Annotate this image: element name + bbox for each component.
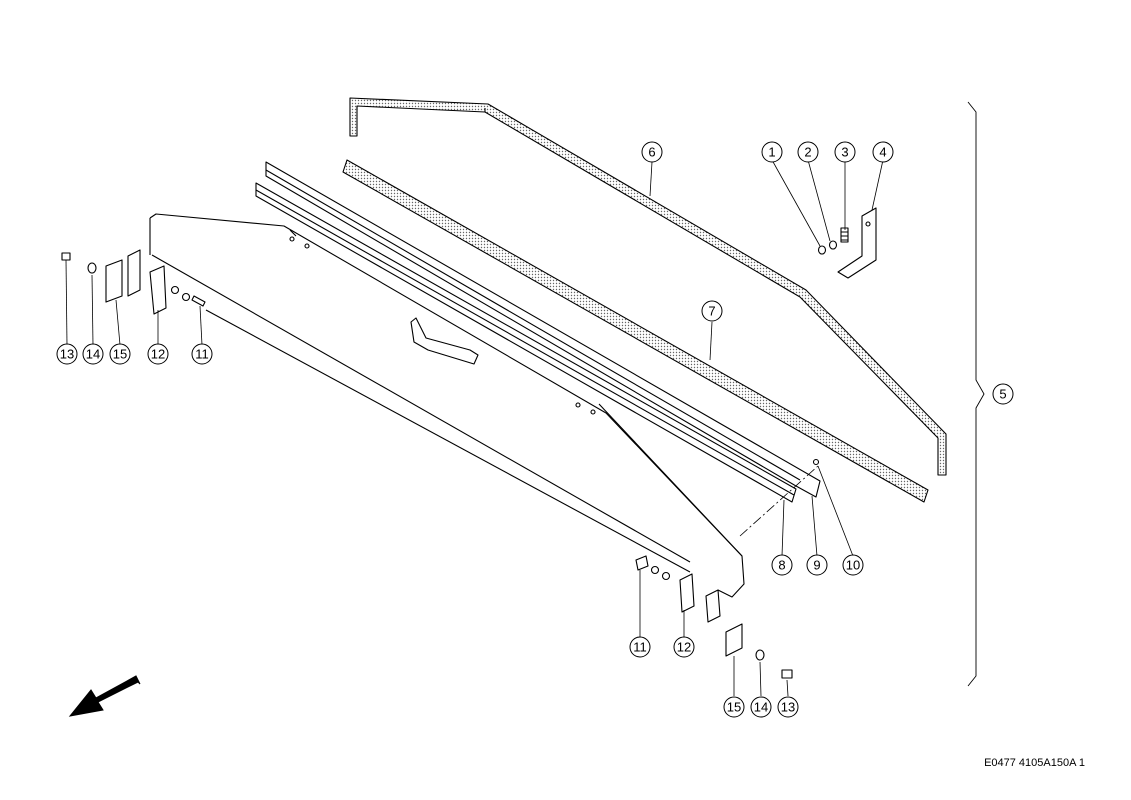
callout-1: 1 [761, 141, 783, 163]
callout-label: 6 [648, 145, 655, 160]
callout-13-left: 13 [56, 343, 78, 365]
drawing-code: E0477 4105A150A 1 [984, 757, 1085, 769]
callout-label: 11 [195, 347, 209, 362]
left-end-bracket [61, 249, 206, 315]
angle-strip-9 [255, 182, 797, 503]
callout-3: 3 [834, 141, 856, 163]
callout-5: 5 [992, 383, 1014, 405]
callout-label: 7 [708, 304, 715, 319]
callout-12-right: 12 [673, 636, 695, 658]
angle-strip-8 [265, 161, 821, 498]
callout-10: 10 [842, 554, 864, 576]
callout-label: 11 [633, 640, 647, 655]
callout-4: 4 [872, 141, 894, 163]
callout-9: 9 [806, 554, 828, 576]
callout-label: 15 [727, 700, 741, 715]
callout-label: 1 [768, 145, 775, 160]
screw-10 [812, 458, 820, 466]
callout-2: 2 [797, 141, 819, 163]
leader-lines [65, 159, 884, 697]
callout-label: 13 [60, 347, 74, 362]
callout-label: 8 [778, 558, 785, 573]
callout-11-right: 11 [629, 636, 651, 658]
cover-panel [149, 213, 745, 598]
callout-label: 12 [677, 640, 691, 655]
arrow-icon [68, 675, 141, 717]
callout-14-right: 14 [750, 696, 772, 718]
seal-strip-6 [349, 97, 947, 476]
callout-13-right: 13 [777, 696, 799, 718]
callout-15-right: 15 [723, 696, 745, 718]
clip-bracket-4 [837, 207, 877, 279]
group-bracket-5 [967, 101, 985, 687]
callout-14-left: 14 [82, 343, 104, 365]
callout-label: 15 [113, 347, 127, 362]
callout-11-left: 11 [191, 343, 213, 365]
callout-label: 2 [804, 145, 811, 160]
callout-label: 14 [754, 700, 768, 715]
callout-label: 3 [841, 145, 848, 160]
callout-label: 5 [999, 387, 1006, 402]
callout-label: 12 [151, 347, 165, 362]
right-end-bracket [635, 555, 793, 679]
spring-3 [840, 227, 849, 243]
callout-label: 4 [879, 145, 886, 160]
callout-label: 13 [781, 700, 795, 715]
callout-8: 8 [771, 554, 793, 576]
callout-15-left: 15 [109, 343, 131, 365]
callout-label: 10 [846, 558, 860, 573]
seal-strip-7 [342, 159, 929, 503]
panel-handle [410, 317, 479, 365]
washer-2 [828, 240, 838, 250]
callout-6: 6 [641, 141, 663, 163]
callout-7: 7 [701, 300, 723, 322]
callout-label: 9 [813, 558, 820, 573]
callout-label: 14 [86, 347, 100, 362]
nut-1 [817, 245, 827, 255]
callout-12-left: 12 [147, 343, 169, 365]
